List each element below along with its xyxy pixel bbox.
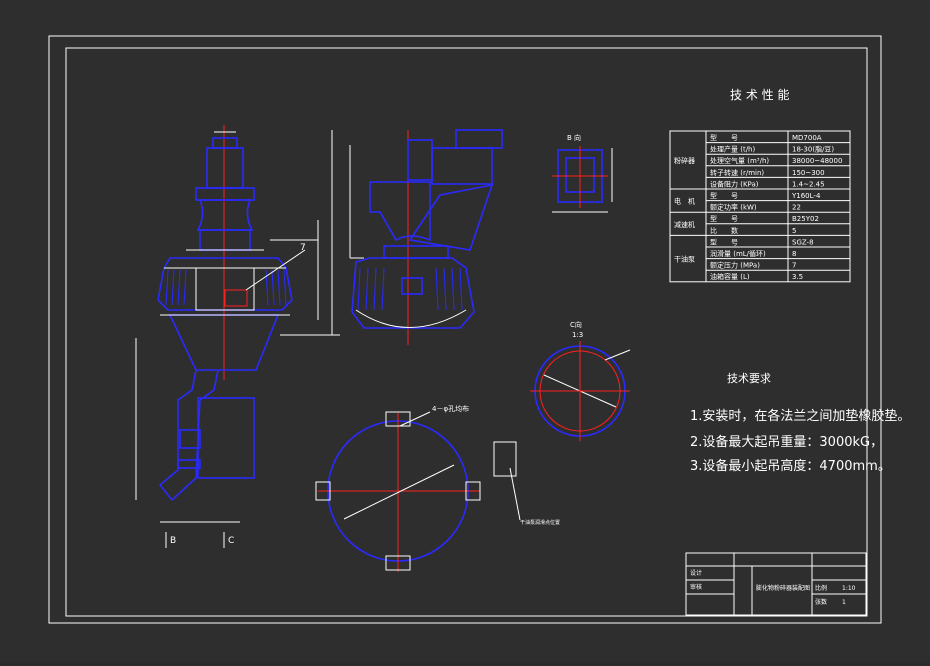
title-block-sheet: 1 — [842, 599, 846, 606]
perf-row-name: 设备阻力 (KPa) — [710, 179, 759, 188]
front-view: 7 B C — [135, 125, 340, 548]
perf-table: 型 号 MD700A 处理产量 (t/h) 18-30(脂/豆) 处理空气量 (m³/h… — [669, 130, 851, 283]
perf-row-name: 型 号 — [710, 133, 738, 142]
title-block-scale-label: 比例 — [815, 584, 827, 592]
perf-table-border — [669, 130, 851, 283]
b-view: B 向 — [552, 133, 613, 213]
perf-row-value: 22 — [792, 204, 801, 212]
outer-frame — [48, 35, 882, 624]
perf-row-value: 150~300 — [792, 169, 825, 177]
perf-row-name: 处理产量 (t/h) — [710, 145, 755, 154]
side-view — [349, 129, 503, 345]
view-b-label: B 向 — [567, 133, 581, 142]
title-block-scale: 1:10 — [842, 585, 856, 592]
perf-row-value: 1.4~2.45 — [792, 180, 825, 188]
perf-group-label: 粉碎器 — [674, 156, 695, 165]
perf-row-name: 润滑量 (mL/循环) — [710, 249, 766, 258]
title-block-name: 膨化物粉碎器装配图 — [756, 584, 810, 592]
perf-row-value: SGZ-8 — [792, 238, 814, 246]
perf-group-label: 电 机 — [674, 197, 695, 206]
perf-group-label: 减速机 — [674, 220, 695, 229]
mark-b: B — [170, 536, 176, 546]
perf-row-name: 型 号 — [710, 191, 738, 200]
perf-row-name: 额定功率 (kW) — [710, 203, 757, 212]
perf-row-name: 型 号 — [710, 237, 738, 246]
perf-row-name: 型 号 — [710, 214, 738, 223]
c-view: C向 1:3 — [530, 320, 631, 441]
perf-row-value: Y160L-4 — [791, 192, 821, 200]
requirement-3: 3.设备最小起吊高度：4700mm。 — [690, 458, 891, 474]
requirement-1: 1.安装时，在各法兰之间加垫橡胶垫。 — [690, 408, 910, 424]
title-block-design: 设计 — [690, 569, 702, 577]
perf-row-value: MD700A — [792, 134, 822, 142]
callout-7-left: 7 — [300, 243, 306, 253]
title-block-sheet-label: 张数 — [815, 598, 827, 606]
perf-row-value: B25Y02 — [792, 215, 819, 223]
perf-row-value: 3.5 — [792, 273, 803, 281]
perf-row-name: 处理空气量 (m³/h) — [710, 156, 769, 165]
title-block: 膨化物粉碎器装配图 设计 审核 比例 1:10 张数 1 — [685, 552, 867, 616]
perf-row-name: 转子转速 (r/min) — [710, 168, 764, 177]
view-c-label: C向 — [570, 320, 582, 329]
flange-view: 4－φ孔均布 干油泵润滑点位置 — [315, 404, 560, 572]
inner-frame — [65, 47, 868, 617]
perf-row-value: 8 — [792, 250, 796, 258]
title-block-review: 审核 — [690, 583, 702, 591]
perf-group-label: 干油泵 — [674, 255, 695, 264]
view-c-scale: 1:3 — [572, 331, 583, 339]
requirement-2: 2.设备最大起吊重量：3000kG， — [690, 434, 883, 450]
mark-c: C — [228, 536, 234, 546]
perf-row-value: 18-30(脂/豆) — [792, 145, 834, 154]
perf-row-value: 38000~48000 — [792, 157, 842, 165]
perf-title: 技 术 性 能 — [730, 88, 789, 102]
perf-row-name: 额定压力 (MPa) — [710, 261, 760, 270]
holes-label: 4－φ孔均布 — [432, 404, 469, 413]
lube-note: 干油泵润滑点位置 — [520, 519, 560, 526]
requirements-title: 技术要求 — [727, 372, 771, 385]
perf-row-value: 7 — [792, 262, 796, 270]
perf-row-value: 5 — [792, 227, 796, 235]
perf-row-name: 比 数 — [710, 226, 738, 235]
perf-row-name: 油箱容量 (L) — [710, 272, 750, 281]
